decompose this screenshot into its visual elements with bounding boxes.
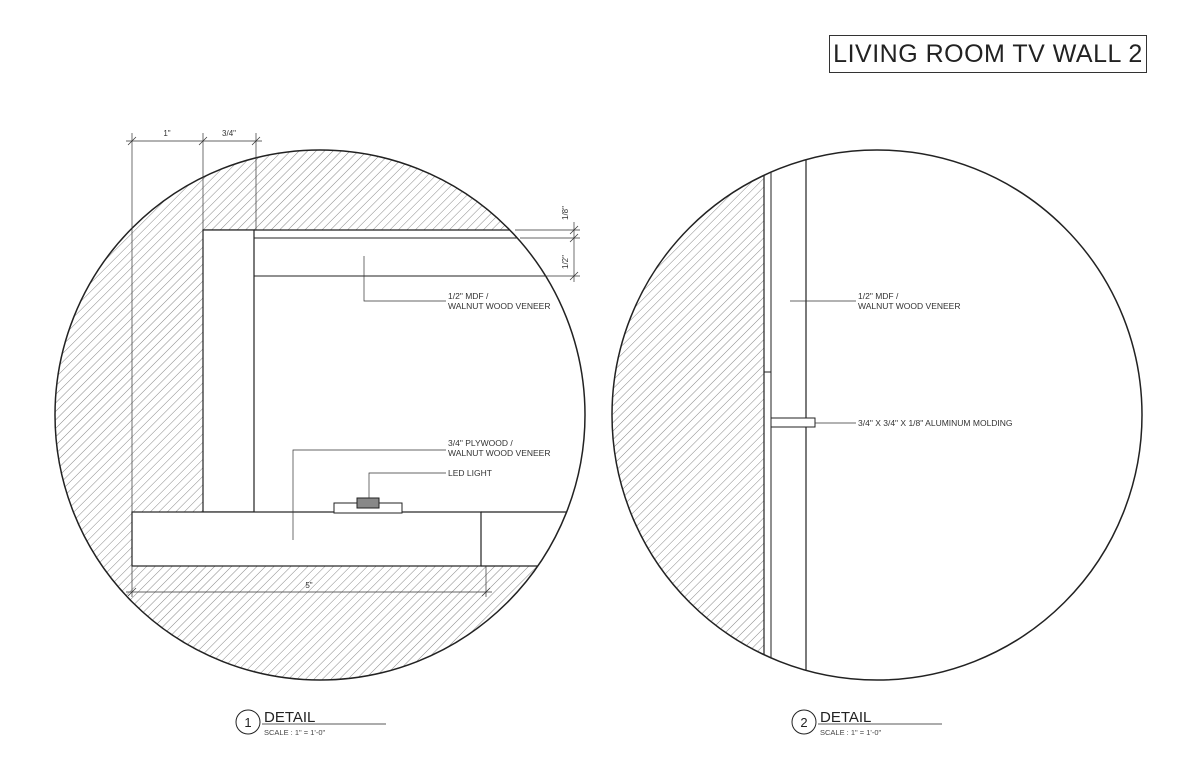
detail-2-scale: SCALE : 1" = 1'-0" xyxy=(820,728,881,737)
note-mdf-2-line2: WALNUT WOOD VENEER xyxy=(858,301,960,311)
detail-1: 1" 3/4" 1/8" 1/2" 5" 1/2" M xyxy=(54,129,586,737)
leaders-2 xyxy=(790,300,856,424)
detail-1-title: DETAIL xyxy=(264,709,315,726)
top-dimension xyxy=(126,133,262,512)
plywood-shelf xyxy=(131,511,482,567)
detail-1-number: 1 xyxy=(244,715,251,730)
note-plywood-line1: 3/4" PLYWOOD / xyxy=(448,438,513,448)
detail-2-tag: 2 DETAIL SCALE : 1" = 1'-0" xyxy=(791,709,942,737)
hatched-wall-region xyxy=(612,150,764,680)
dim-bottom: 5" xyxy=(305,581,312,590)
detail-1-circle xyxy=(54,149,586,681)
detail-1-tag: 1 DETAIL SCALE : 1" = 1'-0" xyxy=(235,709,386,737)
detail-2: 1/2" MDF / WALNUT WOOD VENEER 3/4" X 3/4… xyxy=(611,149,1143,737)
dim-side-bottom: 1/2" xyxy=(561,255,570,269)
dim-top-left: 1" xyxy=(163,129,170,138)
note-mdf-1-line2: WALNUT WOOD VENEER xyxy=(448,301,550,311)
detail-2-circle xyxy=(611,149,1143,681)
dim-side-top: 1/8" xyxy=(561,206,570,220)
vertical-panel xyxy=(202,229,255,513)
sheet-title: LIVING ROOM TV WALL 2 xyxy=(829,35,1147,73)
note-mdf-1-line1: 1/2" MDF / xyxy=(448,291,489,301)
mdf-panel xyxy=(253,237,585,277)
note-molding: 3/4" X 3/4" X 1/8" ALUMINUM MOLDING xyxy=(858,418,1013,428)
bottom-dimension xyxy=(126,566,492,597)
dim-top-right: 3/4" xyxy=(222,129,236,138)
note-mdf-2-line1: 1/2" MDF / xyxy=(858,291,899,301)
leaders-1 xyxy=(292,256,446,540)
hatched-wall-region xyxy=(55,150,585,680)
detail-2-number: 2 xyxy=(800,715,807,730)
detail-2-title: DETAIL xyxy=(820,709,871,726)
detail-1-scale: SCALE : 1" = 1'-0" xyxy=(264,728,325,737)
side-dimension xyxy=(515,222,580,282)
note-led: LED LIGHT xyxy=(448,468,492,478)
aluminum-molding xyxy=(770,417,816,428)
led-light-icon xyxy=(356,497,380,509)
note-plywood-line2: WALNUT WOOD VENEER xyxy=(448,448,550,458)
